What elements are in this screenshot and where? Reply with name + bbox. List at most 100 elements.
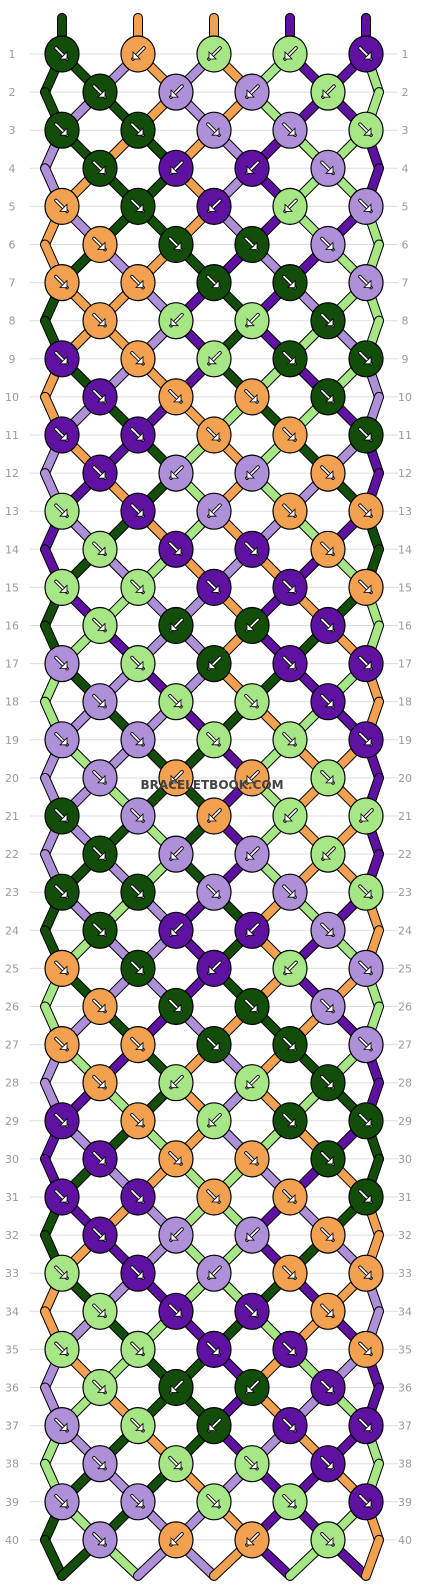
knot: [120, 949, 156, 988]
knot: [82, 225, 118, 264]
row-number-right: 40: [398, 1534, 412, 1547]
knot: [120, 340, 156, 378]
knot-arrowhead-icon: [287, 584, 296, 593]
knot-arrowhead-icon: [363, 736, 372, 746]
knot-arrowhead-icon: [97, 1155, 106, 1165]
row-number-right: 4: [402, 162, 409, 175]
row-number-right: 14: [398, 543, 412, 556]
knot: [158, 683, 194, 721]
knot: [310, 454, 346, 492]
row-number-left: 23: [5, 886, 19, 899]
knot: [310, 530, 346, 568]
knot-arrowhead-icon: [97, 698, 106, 708]
knot-arrowhead-icon: [208, 965, 217, 974]
knot: [234, 606, 270, 645]
knot: [348, 1483, 384, 1521]
knot: [44, 568, 80, 607]
row-number-left: 7: [9, 277, 16, 290]
knot-arrowhead-icon: [211, 1041, 220, 1050]
knot-arrowhead-icon: [363, 660, 372, 669]
row-number-left: 27: [5, 1039, 19, 1052]
knot-arrowhead-icon: [211, 736, 220, 746]
knot-arrowhead-icon: [59, 1117, 68, 1127]
knot: [272, 1178, 308, 1216]
knot: [158, 911, 194, 949]
knot: [158, 1368, 194, 1407]
row-number-right: 2: [402, 86, 409, 99]
knot: [272, 187, 308, 225]
knot-arrowhead-icon: [59, 355, 68, 365]
knot-arrowhead-icon: [208, 51, 217, 60]
row-number-left: 11: [5, 429, 19, 442]
row-number-left: 26: [5, 1001, 19, 1014]
knot-arrowhead-icon: [287, 355, 296, 365]
row-number-left: 2: [9, 86, 16, 99]
knot-arrowhead-icon: [287, 1270, 296, 1279]
row-number-right: 24: [398, 924, 412, 937]
row-number-right: 28: [398, 1077, 412, 1090]
knot-arrowhead-icon: [135, 1270, 144, 1279]
knot-arrowhead-icon: [135, 127, 144, 136]
knot: [272, 340, 308, 378]
knot: [196, 1178, 232, 1216]
knot: [82, 1292, 118, 1330]
row-number-left: 30: [5, 1153, 19, 1166]
knot: [234, 149, 270, 187]
knot: [158, 454, 194, 492]
knot-arrowhead-icon: [59, 203, 68, 212]
knot: [348, 949, 384, 988]
top-string-label: E: [117, 8, 124, 19]
knot: [310, 149, 346, 187]
knot-arrowhead-icon: [173, 393, 182, 403]
row-number-right: 15: [398, 581, 412, 594]
knot: [196, 1483, 232, 1521]
knot: [82, 1216, 118, 1254]
knot-arrowhead-icon: [287, 508, 296, 517]
row-number-left: 32: [5, 1229, 19, 1242]
knot-arrowhead-icon: [97, 1536, 106, 1546]
knot-arrowhead-icon: [322, 851, 331, 860]
knot-arrowhead-icon: [59, 51, 68, 60]
row-number-right: 23: [398, 886, 412, 899]
knot-arrowhead-icon: [170, 165, 179, 174]
knot-arrowhead-icon: [246, 1384, 255, 1393]
bottom-string-label: A: [76, 1578, 84, 1589]
knot-arrowhead-icon: [97, 1384, 106, 1393]
knot-arrowhead-icon: [363, 279, 372, 289]
knot: [44, 1102, 80, 1140]
knot-arrowhead-icon: [135, 1346, 144, 1355]
knot-arrowhead-icon: [325, 1155, 334, 1165]
knot: [158, 987, 194, 1026]
knot: [310, 1064, 346, 1102]
knot-arrowhead-icon: [287, 889, 296, 898]
knot-arrowhead-icon: [170, 1079, 179, 1089]
top-string-label: A: [40, 8, 48, 19]
bottom-string-label: C: [304, 1578, 311, 1589]
knot: [82, 1064, 118, 1102]
knot-arrowhead-icon: [173, 1003, 182, 1012]
knot: [234, 911, 270, 949]
row-number-right: 34: [398, 1305, 412, 1318]
knot-arrowhead-icon: [246, 927, 255, 936]
knot: [348, 1025, 384, 1064]
knot: [158, 835, 194, 873]
row-number-right: 25: [398, 962, 412, 975]
knot-arrowhead-icon: [287, 432, 296, 441]
knot: [44, 111, 80, 149]
knot: [158, 73, 194, 111]
knot: [196, 568, 232, 607]
knot-arrowhead-icon: [211, 127, 220, 136]
knot-arrowhead-icon: [135, 279, 144, 289]
knot: [310, 987, 346, 1026]
knot-arrowhead-icon: [59, 660, 68, 669]
knot-arrowhead-icon: [363, 355, 372, 365]
knot: [234, 73, 270, 111]
knot: [196, 721, 232, 759]
knot-arrowhead-icon: [284, 51, 293, 60]
knot-arrowhead-icon: [135, 355, 144, 365]
knot-arrowhead-icon: [208, 355, 217, 365]
row-number-left: 24: [5, 924, 19, 937]
knot-arrowhead-icon: [135, 1041, 144, 1050]
knot: [44, 1406, 80, 1445]
knot-arrowhead-icon: [249, 1003, 258, 1012]
